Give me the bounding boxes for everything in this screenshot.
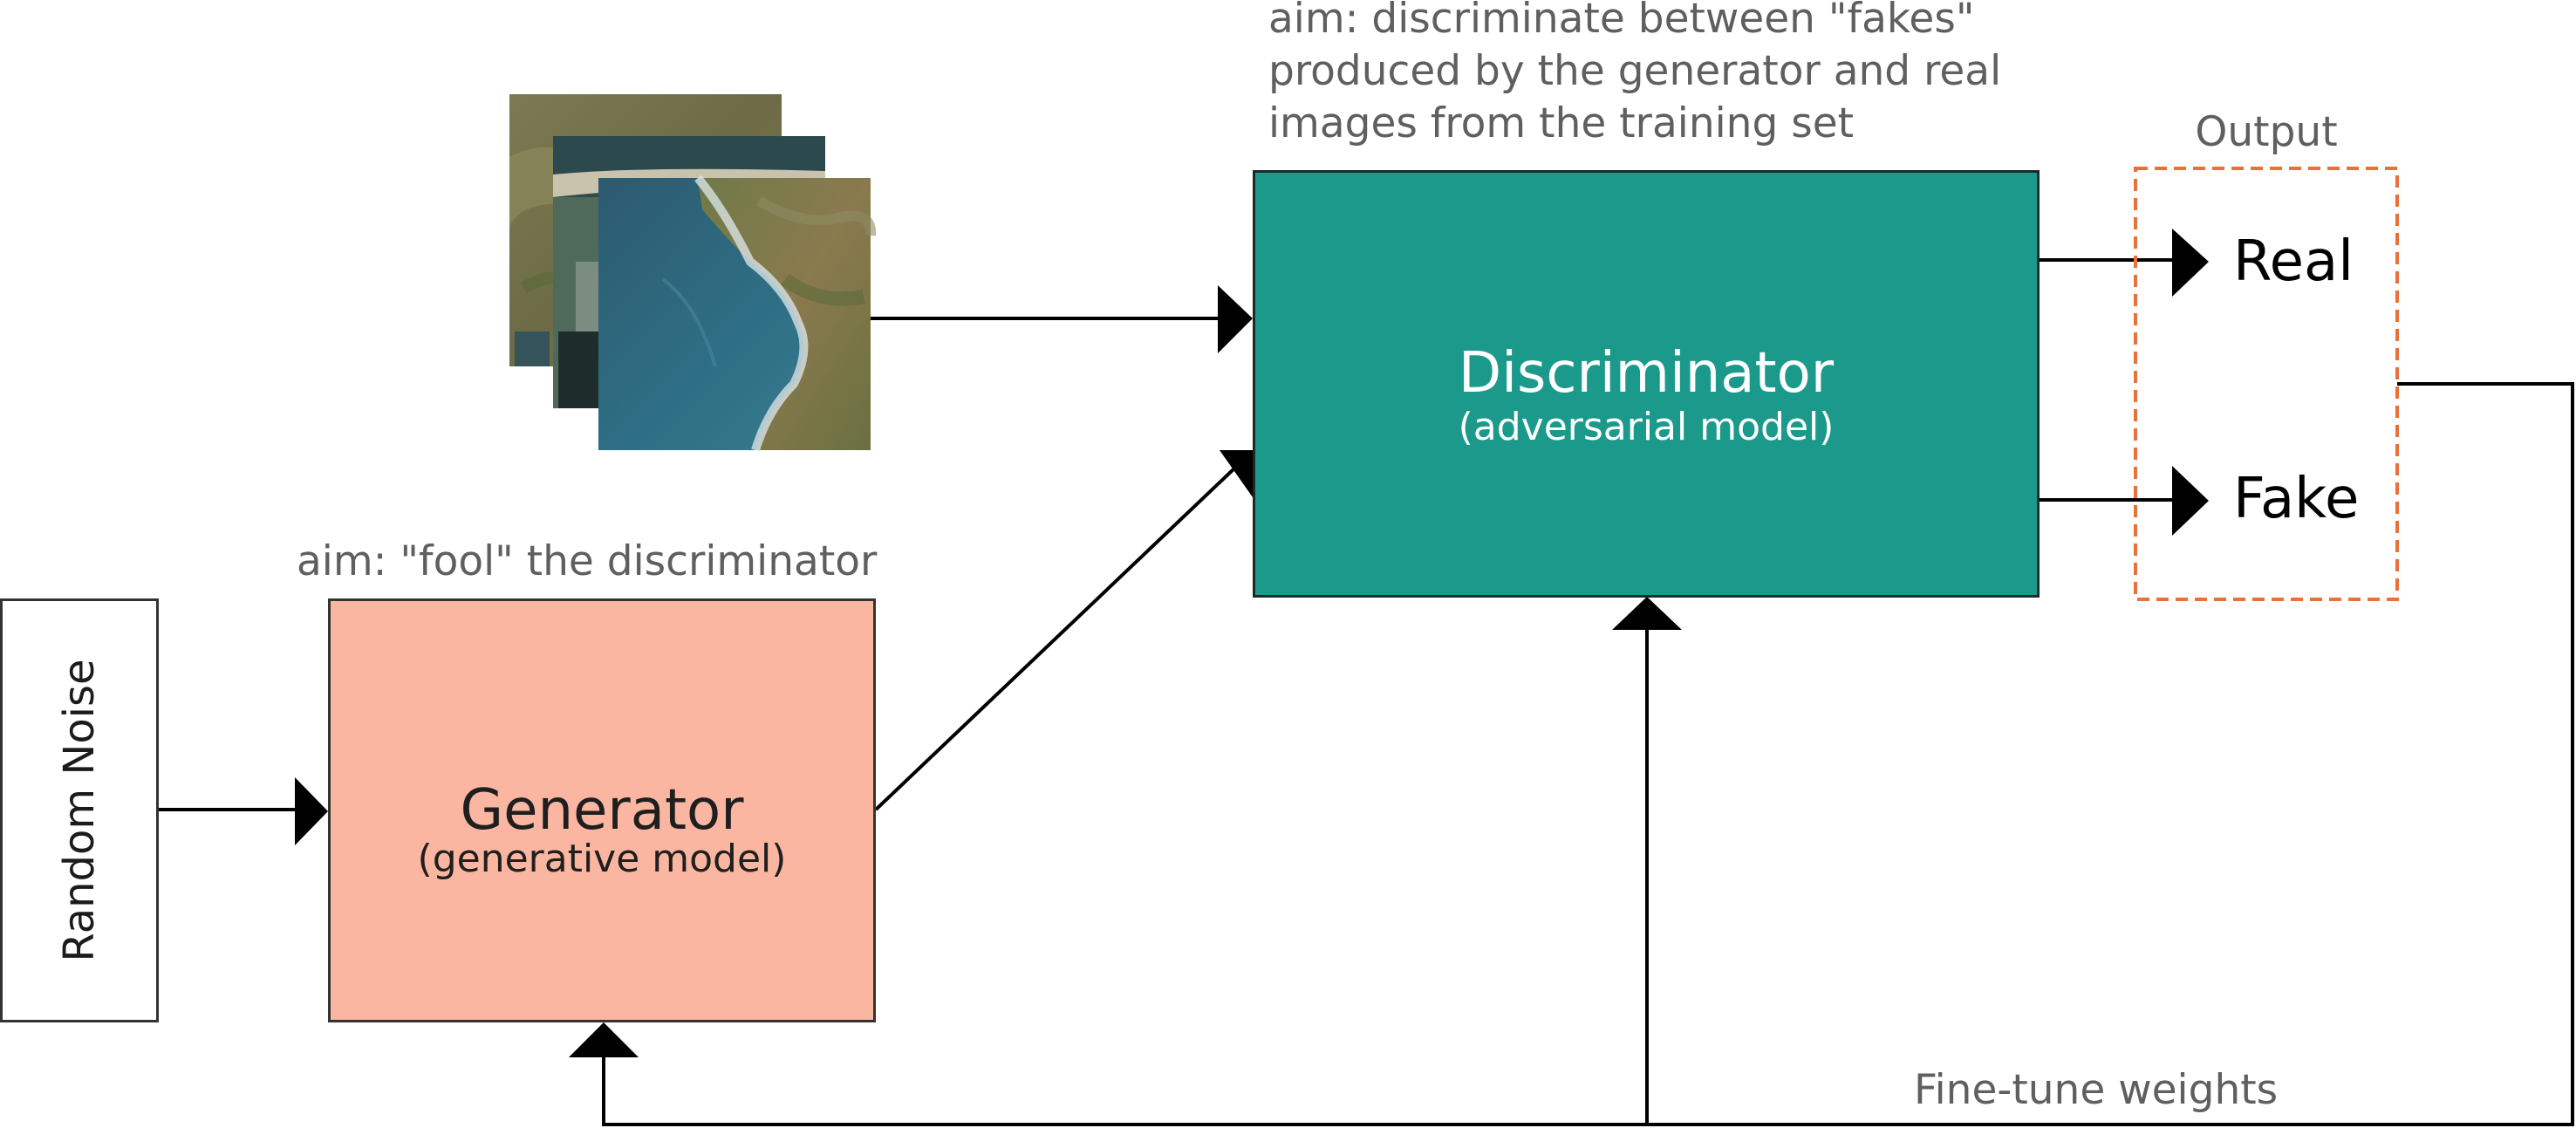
discriminator-aim-line-3: images from the training set bbox=[1268, 99, 1855, 147]
fine-tune-weights-label: Fine-tune weights bbox=[1914, 1066, 2279, 1114]
generator-box: Generator (generative model) bbox=[328, 598, 876, 1022]
output-label: Output bbox=[2195, 108, 2338, 156]
generator-aim-note: aim: "fool" the discriminator bbox=[297, 537, 878, 585]
arrowhead-discriminator-feedback bbox=[1612, 597, 1682, 630]
training-images-stack bbox=[509, 94, 877, 452]
arrowhead-generator-input bbox=[295, 777, 328, 845]
generator-title: Generator bbox=[460, 778, 744, 843]
arrowhead-discriminator-bottom bbox=[1220, 450, 1253, 497]
arrowheads bbox=[295, 229, 2209, 1057]
random-noise-label: Random Noise bbox=[55, 659, 104, 962]
discriminator-subtitle: (adversarial model) bbox=[1458, 405, 1835, 449]
output-fake-label: Fake bbox=[2233, 467, 2360, 531]
feedback-loop-line bbox=[602, 382, 2574, 1126]
arrow-generator-to-discriminator bbox=[874, 466, 1237, 811]
training-image-front bbox=[598, 174, 877, 452]
generator-subtitle: (generative model) bbox=[417, 837, 787, 881]
random-noise-box: Random Noise bbox=[0, 598, 159, 1022]
connectors bbox=[158, 258, 2574, 1126]
output-real-label: Real bbox=[2233, 229, 2354, 294]
arrowhead-discriminator-top bbox=[1218, 285, 1253, 353]
arrowhead-generator-feedback bbox=[569, 1022, 639, 1057]
arrowhead-fake bbox=[2172, 466, 2209, 536]
discriminator-aim-line-2: produced by the generator and real bbox=[1268, 47, 2002, 95]
discriminator-title: Discriminator bbox=[1458, 341, 1835, 406]
arrowhead-real bbox=[2172, 229, 2209, 297]
discriminator-box: Discriminator (adversarial model) bbox=[1253, 170, 2040, 598]
discriminator-aim-line-1: aim: discriminate between "fakes" bbox=[1268, 0, 1975, 43]
